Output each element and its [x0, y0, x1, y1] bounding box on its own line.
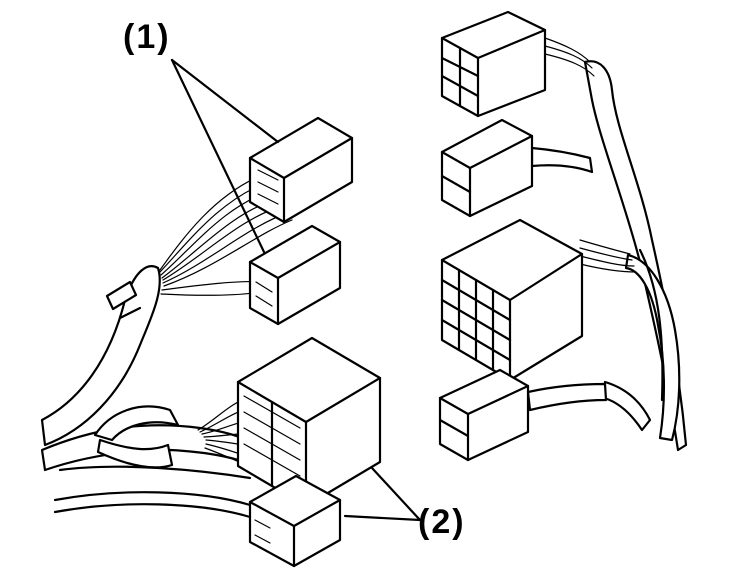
callout-1-label: (1): [123, 18, 171, 56]
right-connector-top: [440, 10, 547, 118]
right-connector-2: [440, 118, 534, 218]
callout-2-leaders: [343, 466, 422, 522]
harness-clip: [105, 280, 138, 311]
right-connector-grid: [440, 218, 584, 382]
connector-2-large: [236, 336, 382, 508]
left-harness-trunk: [40, 265, 161, 447]
callout-1-leaders: [170, 58, 280, 254]
connector-1-lower: [248, 224, 342, 326]
connector-2-small: [248, 474, 342, 568]
right-connector-wires: [526, 37, 637, 412]
right-harness: [583, 60, 688, 452]
connector-1-upper: [248, 116, 354, 224]
right-connector-bottom: [438, 368, 530, 462]
callout-2-label: (2): [418, 503, 466, 541]
